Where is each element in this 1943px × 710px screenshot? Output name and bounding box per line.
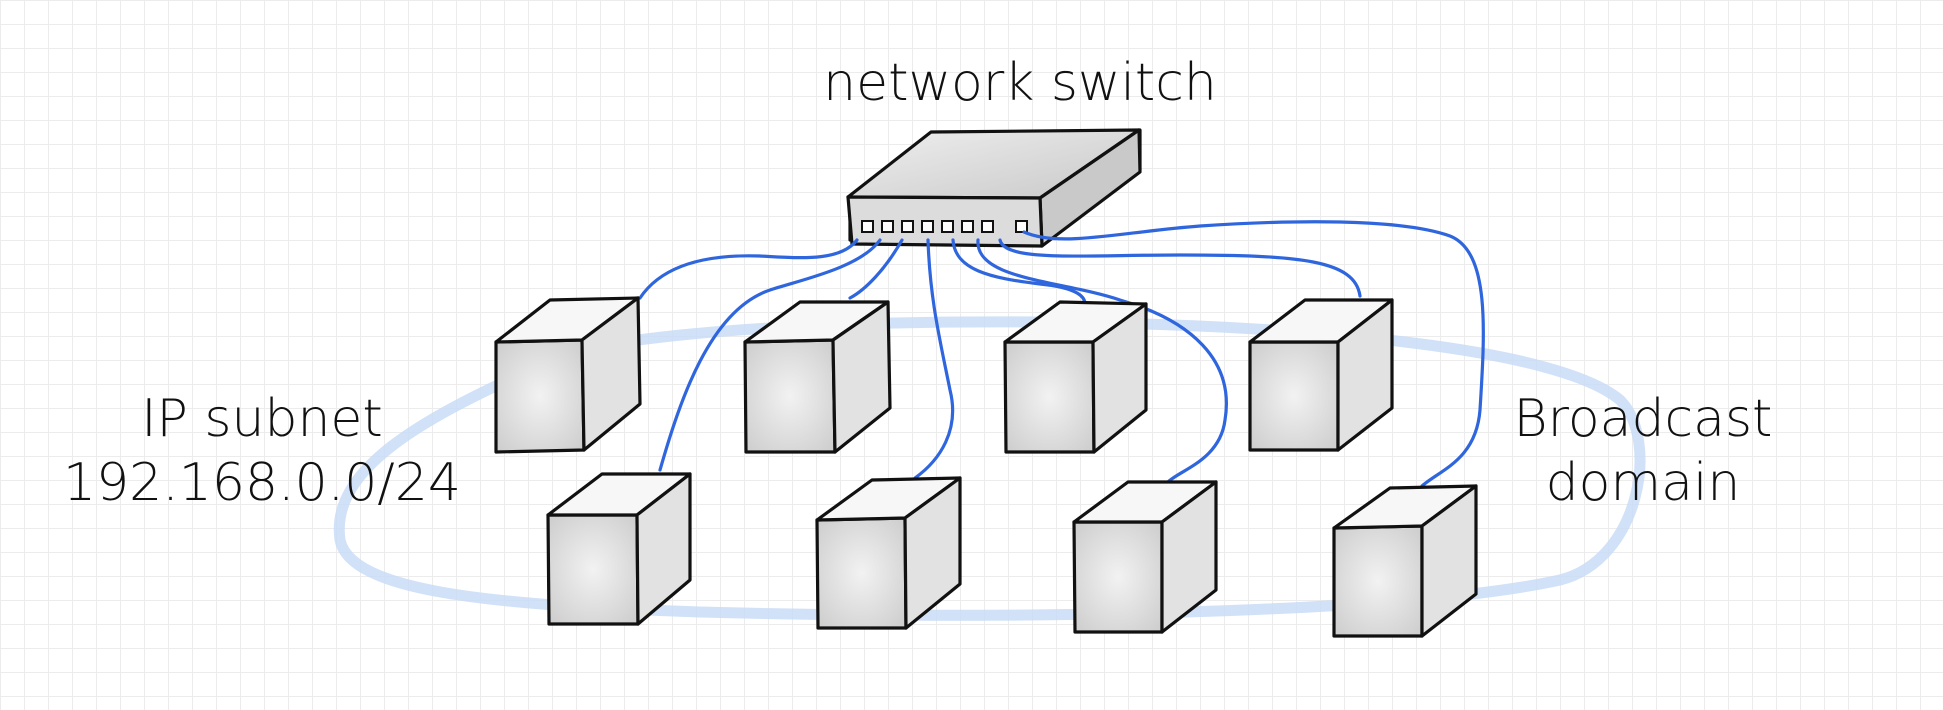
host-cube-2 [743, 300, 892, 454]
subnet-label: IP subnet [141, 389, 383, 449]
broadcast-label: Broadcast [1514, 389, 1773, 449]
cables [638, 220, 1485, 488]
host-cube-6 [815, 476, 962, 630]
network-switch-icon [846, 128, 1142, 248]
host-cube-8 [1332, 484, 1478, 638]
switch-ports [861, 220, 1028, 233]
host-cube-7 [1072, 480, 1218, 634]
host-cube-1 [494, 296, 642, 454]
host-cube-4 [1248, 298, 1394, 452]
subnet-address-label: 192.168.0.0/24 [63, 453, 461, 513]
host-cube-5 [546, 472, 692, 626]
switch-label: network switch [823, 53, 1217, 113]
broadcast-domain-label: domain [1546, 453, 1741, 513]
host-cube-3 [1003, 300, 1148, 454]
